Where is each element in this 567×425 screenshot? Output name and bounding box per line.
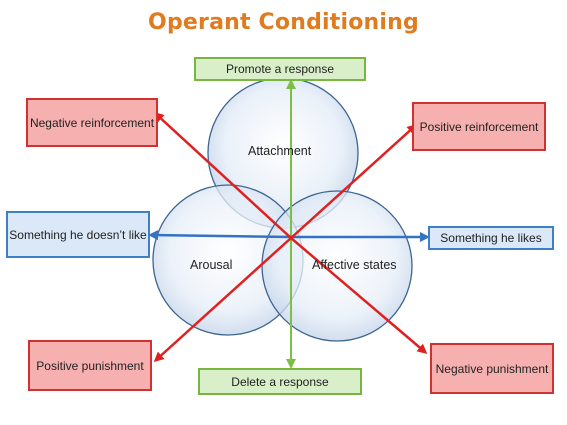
label-attachment: Attachment: [248, 144, 312, 158]
arrow-positive-punishment: [153, 237, 292, 363]
label-affective-states: Affective states: [312, 258, 397, 272]
arrow-dislike: [148, 230, 292, 241]
box-something-likes: Something he likes: [428, 226, 554, 250]
label-arousal: Arousal: [190, 258, 233, 272]
box-delete-response: Delete a response: [198, 368, 362, 395]
circle-affective-states: [261, 190, 413, 342]
arrow-negative-punishment: [290, 237, 428, 354]
box-promote-response: Promote a response: [194, 57, 366, 81]
arrow-negative-reinforcement: [153, 111, 292, 239]
page-title: Operant Conditioning: [148, 10, 419, 35]
box-positive-reinforcement: Positive reinforcement: [412, 102, 546, 151]
box-positive-punishment: Positive punishment: [28, 340, 152, 391]
box-negative-reinforcement: Negative reinforcement: [26, 98, 158, 147]
box-something-doesnt-like: Something he doesn’t like: [6, 211, 150, 258]
arrow-positive-reinforcement: [290, 123, 418, 239]
box-negative-punishment: Negative punishment: [430, 343, 554, 394]
